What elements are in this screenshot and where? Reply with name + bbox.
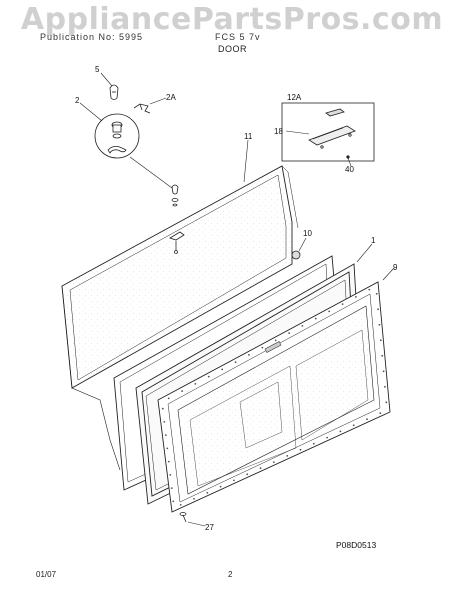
leader-18 <box>285 130 310 135</box>
screw-dot <box>206 491 209 494</box>
leader-40 <box>347 157 352 167</box>
screw-dot <box>352 424 355 427</box>
callout-11: 11 <box>244 132 253 141</box>
screw-dot <box>328 310 331 313</box>
part-12a-inset <box>281 102 375 162</box>
leader-2-detail <box>129 156 173 189</box>
callout-27: 27 <box>205 523 214 532</box>
callout-9: 9 <box>393 263 398 272</box>
part-11-panel <box>61 165 299 471</box>
part-10-plug <box>291 250 301 260</box>
screw-dot <box>248 354 250 356</box>
watermark: AppliancePartsPros.com <box>20 2 444 37</box>
screw-dot <box>164 434 167 436</box>
screw-dot <box>286 455 289 457</box>
screw-dot <box>377 308 379 311</box>
callout-5: 5 <box>95 65 100 74</box>
part-2a-clip <box>133 103 151 114</box>
screw-dot <box>169 474 172 476</box>
leader-2 <box>79 102 103 122</box>
screw-dot <box>261 346 264 349</box>
screw-dot <box>161 407 164 410</box>
screw-dot <box>382 370 385 373</box>
leader-10 <box>298 237 307 252</box>
part-5-knob <box>109 84 119 100</box>
screw-dot <box>381 354 384 357</box>
screw-dot <box>193 497 195 500</box>
callout-2a: 2A <box>166 93 176 102</box>
screw-dot <box>288 332 290 334</box>
screw-dot <box>272 461 275 463</box>
screw-dot <box>326 436 328 439</box>
door-screws <box>161 288 388 506</box>
screw-dot <box>179 504 182 506</box>
part-27-screw <box>179 512 187 523</box>
section-title: DOOR <box>218 44 247 54</box>
leader-5 <box>100 72 113 87</box>
screw-dot <box>207 375 210 378</box>
screw-dot <box>233 479 235 482</box>
callout-18: 18 <box>274 127 283 136</box>
screw-dot <box>314 317 317 320</box>
screw-dot <box>366 418 368 421</box>
screw-dot <box>384 385 386 388</box>
leader-11 <box>243 139 249 183</box>
screw-dot <box>301 325 304 327</box>
screw-dot <box>167 460 170 463</box>
footer-page-number: 2 <box>228 570 233 579</box>
screw-dot <box>259 467 262 470</box>
footer-date: 01/07 <box>36 570 57 579</box>
screw-dot <box>379 339 382 342</box>
screw-dot <box>181 390 184 392</box>
screw-dot <box>221 368 224 371</box>
screw-dot <box>355 296 357 298</box>
callout-40: 40 <box>345 165 354 174</box>
leader-2a <box>149 97 167 105</box>
callout-12a: 12A <box>287 93 302 102</box>
callout-1: 1 <box>371 236 376 245</box>
callout-2: 2 <box>75 96 80 105</box>
screw-dot <box>246 473 249 476</box>
header-publication: Publication No: 5995 <box>40 32 144 42</box>
screw-dot <box>166 447 169 450</box>
screw-dot <box>312 442 315 445</box>
screw-dot <box>172 500 175 503</box>
screw-dot <box>368 288 371 291</box>
screw-dot <box>375 292 378 295</box>
screw-dot <box>219 485 222 488</box>
screw-dot <box>339 430 342 433</box>
screw-dot <box>234 361 237 363</box>
screw-dot <box>170 487 173 489</box>
screw-dot <box>385 401 388 404</box>
callout-10: 10 <box>303 229 312 238</box>
leader-1 <box>356 243 373 263</box>
leader-9 <box>382 267 395 281</box>
leader-27 <box>187 521 206 527</box>
screw-dot <box>274 339 277 342</box>
screw-dot <box>194 383 197 385</box>
screw-dot <box>163 421 166 423</box>
screw-dot <box>299 448 302 451</box>
part-2-detail <box>94 113 140 159</box>
screw-dot <box>378 323 381 326</box>
header-model: FCS 5 7v <box>215 32 261 42</box>
diagram-code: P08D0513 <box>336 540 376 550</box>
screw-dot <box>341 303 344 305</box>
screw-dot <box>167 397 170 400</box>
screw-dot <box>379 412 382 414</box>
part-9-door-panel <box>157 281 391 513</box>
